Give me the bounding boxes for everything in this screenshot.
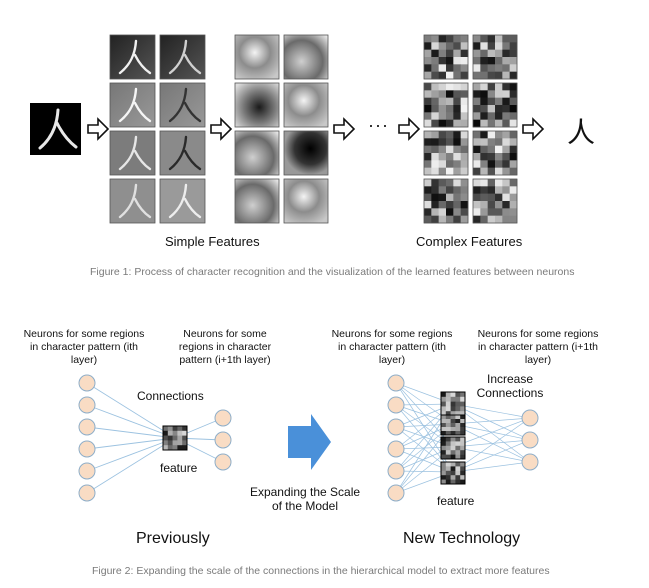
neuron-node <box>78 396 96 414</box>
feature-patch-stack-right <box>440 391 466 485</box>
mid-feature-tile <box>283 130 329 176</box>
mid-features-grid <box>234 34 329 224</box>
feature-label-right: feature <box>437 494 475 508</box>
right-ith-layer-label: Neurons for some regions in character pa… <box>331 328 453 366</box>
expand-arrow-icon <box>288 414 331 470</box>
simple-feature-tile <box>109 178 156 224</box>
simple-feature-tile <box>109 82 156 128</box>
neuron-node <box>214 409 232 427</box>
output-character: 人 <box>567 116 596 149</box>
right-ith-layer-nodes <box>387 374 405 502</box>
simple-feature-tile <box>109 34 156 80</box>
complex-feature-tile <box>423 82 469 128</box>
left-i1-layer-label: Neurons for some regions in character pa… <box>178 328 272 366</box>
input-image <box>30 103 81 155</box>
new-technology-label: New Technology <box>403 530 521 547</box>
figure1-caption: Figure 1: Process of character recogniti… <box>90 266 575 278</box>
neuron-node <box>214 453 232 471</box>
simple-feature-tile <box>159 130 206 176</box>
complex-features-grid <box>423 34 518 224</box>
neuron-node <box>387 374 405 392</box>
expanding-scale-label: Expanding the Scale of the Model <box>249 485 361 513</box>
right-i1-layer-label: Neurons for some regions in character pa… <box>477 328 599 366</box>
complex-feature-tile <box>423 178 469 224</box>
feature-patch-left <box>162 425 188 451</box>
ellipsis: ··· <box>368 115 389 135</box>
complex-feature-tile <box>472 130 518 176</box>
neuron-node <box>387 418 405 436</box>
simple-features-label: Simple Features <box>165 234 260 249</box>
right-i1-layer-nodes <box>521 409 539 471</box>
complex-feature-tile <box>472 34 518 80</box>
simple-features-grid <box>109 34 206 224</box>
neuron-node <box>387 484 405 502</box>
feature-label-left: feature <box>160 461 198 475</box>
simple-feature-tile <box>159 178 206 224</box>
neuron-node <box>521 453 539 471</box>
mid-feature-tile <box>234 130 280 176</box>
left-i1-layer-nodes <box>214 409 232 471</box>
complex-features-label: Complex Features <box>416 234 523 249</box>
simple-feature-tile <box>159 34 206 80</box>
neuron-node <box>521 431 539 449</box>
simple-feature-tile <box>159 82 206 128</box>
mid-feature-tile <box>283 34 329 80</box>
complex-feature-tile <box>423 34 469 80</box>
complex-feature-tile <box>472 82 518 128</box>
left-ith-layer-nodes <box>78 374 96 502</box>
mid-feature-tile <box>234 34 280 80</box>
neuron-node <box>78 418 96 436</box>
figure2-caption: Figure 2: Expanding the scale of the con… <box>92 565 550 577</box>
neuron-node <box>214 431 232 449</box>
neuron-node <box>78 484 96 502</box>
mid-feature-tile <box>234 82 280 128</box>
connections-label: Connections <box>137 389 204 403</box>
increase-connections-label: Increase Connections <box>476 372 544 400</box>
simple-feature-tile <box>109 130 156 176</box>
complex-feature-tile <box>472 178 518 224</box>
neuron-node <box>387 462 405 480</box>
mid-feature-tile <box>283 178 329 224</box>
neuron-node <box>387 440 405 458</box>
neuron-node <box>387 396 405 414</box>
neuron-node <box>521 409 539 427</box>
previously-label: Previously <box>136 530 210 547</box>
mid-feature-tile <box>283 82 329 128</box>
neuron-node <box>78 462 96 480</box>
complex-feature-tile <box>423 130 469 176</box>
neuron-node <box>78 440 96 458</box>
neuron-node <box>78 374 96 392</box>
mid-feature-tile <box>234 178 280 224</box>
left-ith-layer-label: Neurons for some regions in character pa… <box>23 328 145 366</box>
